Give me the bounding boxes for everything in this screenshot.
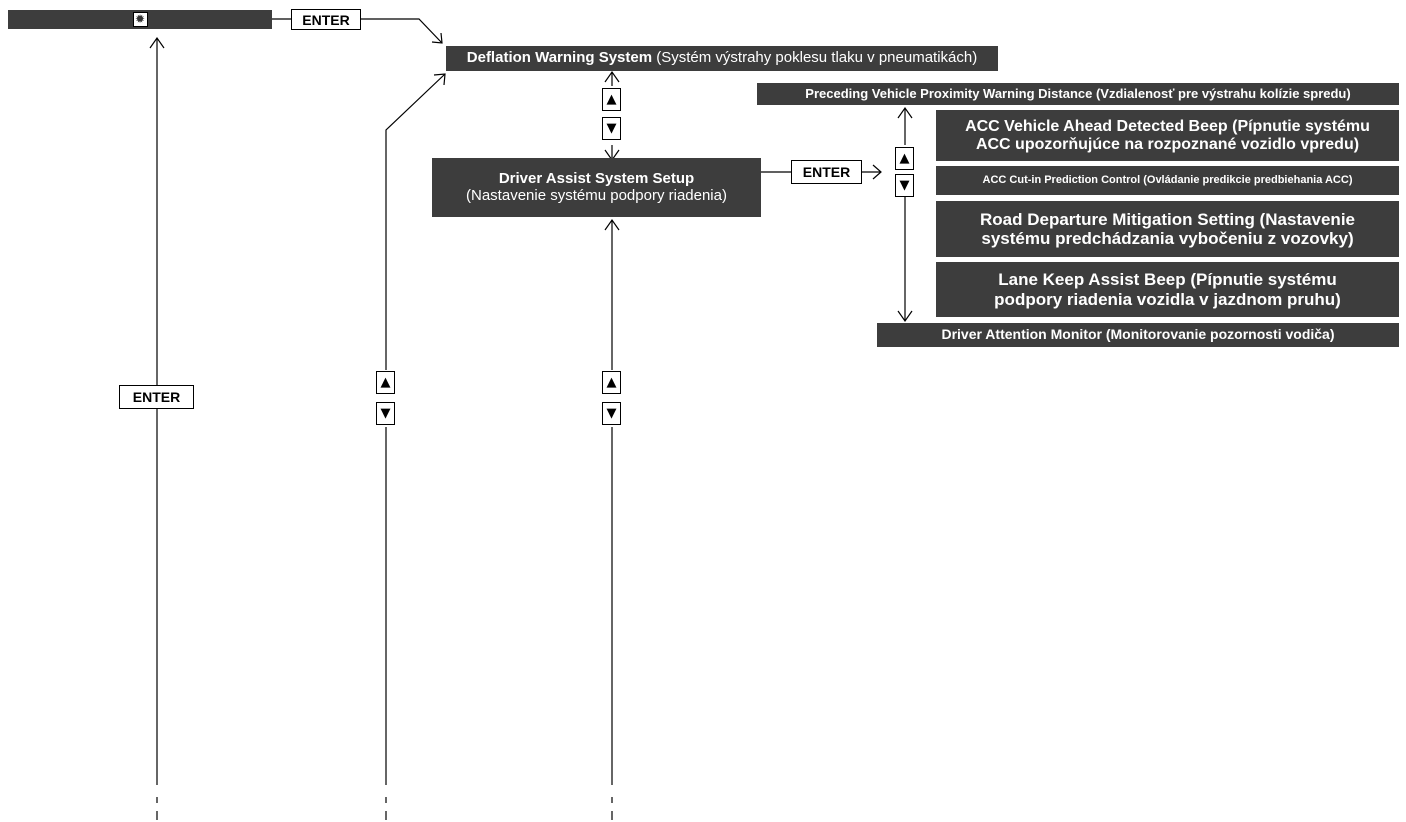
up-arrow-button-1[interactable]: ▲ (602, 88, 621, 111)
driver-assist-title: Driver Assist System Setup (498, 169, 695, 187)
acc-beep-line-2: ACC upozorňujúce na rozpoznané vozidlo v… (975, 135, 1360, 153)
gear-icon: ✹ (132, 12, 148, 27)
menu-item-acc-cutin[interactable]: ACC Cut-in Prediction Control (Ovládanie… (936, 166, 1399, 195)
menu-item-driver-attention[interactable]: Driver Attention Monitor (Monitorovanie … (877, 323, 1399, 347)
acc-cutin-label: ACC Cut-in Prediction Control (Ovládanie… (982, 174, 1353, 187)
menu-item-deflation-warning[interactable]: Deflation Warning System (Systém výstrah… (446, 46, 998, 71)
menu-item-lane-keep[interactable]: Lane Keep Assist Beep (Pípnutie systému … (936, 262, 1399, 317)
enter-button-top[interactable]: ENTER (291, 9, 361, 30)
down-arrow-button-1[interactable]: ▼ (602, 117, 621, 140)
down-arrow-button-submenu[interactable]: ▼ (895, 174, 914, 197)
lane-line-1: Lane Keep Assist Beep (Pípnutie systému (998, 270, 1337, 290)
deflation-subtitle: (Systém výstrahy poklesu tlaku v pneumat… (656, 49, 978, 67)
acc-beep-line-1: ACC Vehicle Ahead Detected Beep (Pípnuti… (965, 117, 1370, 135)
lane-line-2: podpory riadenia vozidla v jazdnom pruhu… (994, 289, 1341, 309)
up-arrow-button-submenu[interactable]: ▲ (895, 147, 914, 170)
deflation-title: Deflation Warning System (466, 49, 653, 67)
menu-item-preceding-vehicle[interactable]: Preceding Vehicle Proximity Warning Dist… (757, 83, 1399, 105)
down-arrow-button-col2[interactable]: ▼ (376, 402, 395, 425)
menu-item-driver-assist[interactable]: Driver Assist System Setup (Nastavenie s… (432, 158, 761, 217)
enter-button-driver-assist[interactable]: ENTER (791, 160, 862, 184)
settings-root-bar[interactable]: ✹ (8, 10, 272, 29)
enter-button-left[interactable]: ENTER (119, 385, 194, 409)
menu-item-road-departure[interactable]: Road Departure Mitigation Setting (Nasta… (936, 201, 1399, 257)
up-arrow-button-col3[interactable]: ▲ (602, 371, 621, 394)
up-arrow-button-col2[interactable]: ▲ (376, 371, 395, 394)
preceding-label: Preceding Vehicle Proximity Warning Dist… (805, 85, 1351, 101)
road-line-2: systému predchádzania vybočeniu z vozovk… (981, 229, 1354, 248)
road-line-1: Road Departure Mitigation Setting (Nasta… (980, 209, 1355, 229)
attention-label: Driver Attention Monitor (Monitorovanie … (941, 326, 1335, 343)
down-arrow-button-col3[interactable]: ▼ (602, 402, 621, 425)
menu-item-acc-beep[interactable]: ACC Vehicle Ahead Detected Beep (Pípnuti… (936, 110, 1399, 161)
driver-assist-subtitle: (Nastavenie systému podpory riadenia) (466, 186, 727, 204)
